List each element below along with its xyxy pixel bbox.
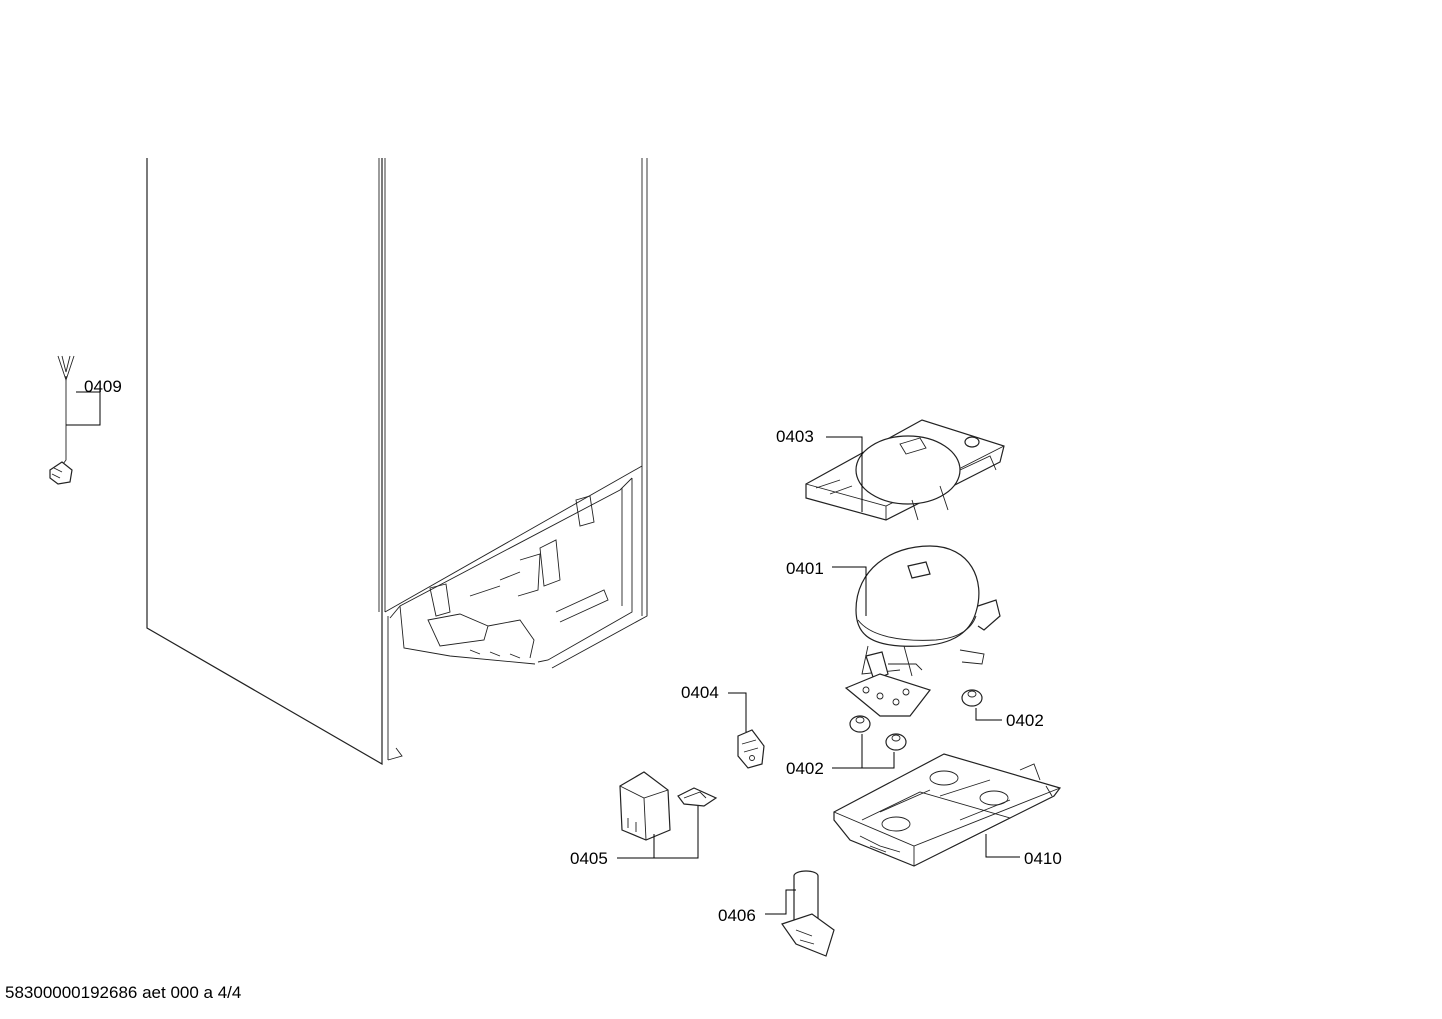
refrigerator-cabinet: [146, 158, 648, 766]
label-0405: 0405: [570, 849, 608, 868]
label-0402-left: 0402: [786, 759, 824, 778]
rubber-grommets-0402: [849, 689, 983, 751]
compressor-0401: [844, 545, 1001, 717]
drain-pipe-0406: [781, 870, 835, 957]
compressor-tray-0403: [805, 419, 1005, 521]
label-0402-right: 0402: [1006, 711, 1044, 730]
label-0404: 0404: [681, 683, 719, 702]
label-0406: 0406: [718, 906, 756, 925]
relay-0404: [737, 729, 765, 769]
document-footer-code: 58300000192686 aet 000 a 4/4: [5, 983, 241, 1002]
label-0403: 0403: [776, 427, 814, 446]
label-0410: 0410: [1024, 849, 1062, 868]
label-0401: 0401: [786, 559, 824, 578]
relay-cover-0405: [619, 771, 718, 841]
base-plate-0410: [833, 753, 1061, 867]
power-cord-0409: [49, 355, 75, 485]
label-0409: 0409: [84, 377, 122, 396]
